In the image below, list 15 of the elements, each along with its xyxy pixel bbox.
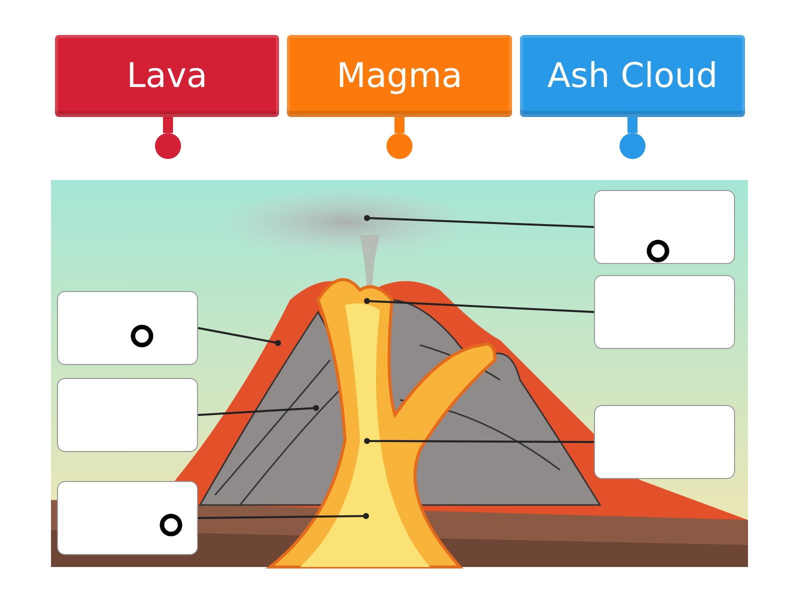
leader-line [364, 438, 594, 444]
answer-box [57, 481, 198, 555]
leader-line [198, 327, 281, 346]
answer-tile: Ash Cloud [520, 35, 745, 117]
answer-tile: Lava [55, 35, 279, 117]
answer-box [594, 405, 735, 479]
leader-line [198, 405, 319, 416]
leader-line [364, 215, 594, 228]
leader-line [364, 298, 594, 313]
answer-box [57, 291, 198, 365]
leader-line [198, 513, 369, 519]
answer-box [594, 190, 735, 264]
answer-tile: Magma [287, 35, 512, 117]
answer-box [594, 275, 735, 349]
answer-box [57, 378, 198, 452]
